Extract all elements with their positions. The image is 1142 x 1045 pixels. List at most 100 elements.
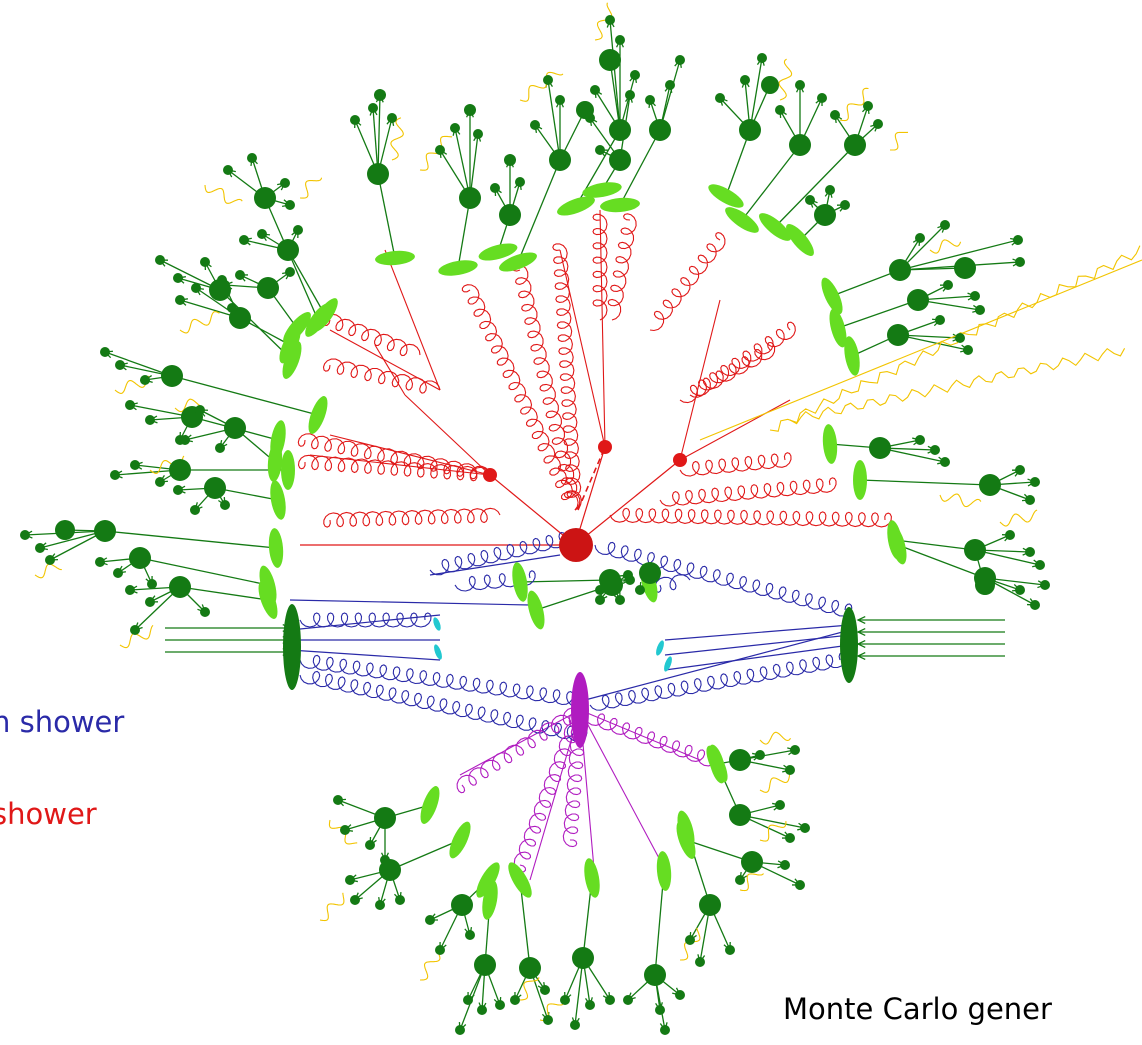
decay-product (757, 53, 767, 63)
generator-label: Monte Carlo gener (783, 992, 1052, 1026)
hadron-track (219, 289, 293, 361)
decay-product (20, 530, 30, 540)
gluon-line (513, 709, 582, 873)
photon-emission (174, 398, 202, 413)
decay-product (190, 505, 200, 515)
decay-product (464, 104, 476, 116)
dashed-propagator (577, 446, 606, 511)
decay-product (623, 570, 633, 580)
hadronization-cluster (821, 277, 843, 315)
decay-product (800, 823, 810, 833)
hadronization-cluster (656, 851, 672, 891)
decay-product (555, 95, 565, 105)
hadronization-cluster (584, 858, 600, 898)
decay-product (285, 267, 295, 277)
decay-product (125, 585, 135, 595)
primary-hadron (964, 539, 986, 561)
decay-product (665, 80, 675, 90)
primary-hadron (814, 204, 836, 226)
particle-line (584, 629, 851, 701)
final-state-shower-label: shower (0, 797, 97, 831)
decay-product (395, 895, 405, 905)
decay-product (465, 930, 475, 940)
photon-emission (179, 311, 220, 334)
decay-product (374, 89, 386, 101)
beam-remnant (434, 644, 442, 660)
decay-track (974, 549, 1041, 566)
primary-hadron (169, 576, 191, 598)
decay-product (915, 435, 925, 445)
primary-hadron (907, 289, 929, 311)
primary-hadron (609, 119, 631, 141)
decay-product (1040, 580, 1050, 590)
decay-product (293, 225, 303, 235)
decay-product (1015, 585, 1025, 595)
hadronization-cluster (281, 450, 295, 490)
decay-product (685, 935, 695, 945)
decay-product (435, 145, 445, 155)
gluon-line (299, 654, 588, 707)
decay-product (477, 1005, 487, 1015)
decay-product (495, 1000, 505, 1010)
decay-product (147, 579, 157, 589)
hadronization-cluster (557, 196, 595, 216)
decay-product (1015, 465, 1025, 475)
hadronization-cluster (822, 424, 838, 464)
particle-line (404, 394, 491, 476)
decay-product (954, 257, 976, 279)
photon-emission (759, 821, 787, 842)
decay-product (510, 995, 520, 1005)
arrowhead (856, 627, 866, 637)
hadronization-cluster (279, 326, 301, 364)
gluon-line (689, 321, 796, 398)
decay-product (155, 255, 165, 265)
arrowhead (856, 651, 866, 661)
decay-product (785, 765, 795, 775)
primary-hadron (451, 894, 473, 916)
decay-track (659, 59, 681, 131)
particle-line (529, 709, 581, 881)
gluon-line (594, 541, 853, 617)
photon-emission (739, 873, 764, 892)
gluon-line (456, 707, 581, 794)
decay-product (350, 115, 360, 125)
decay-product (970, 291, 980, 301)
photon-emission (778, 58, 793, 101)
decay-product (1015, 257, 1025, 267)
decay-product (795, 880, 805, 890)
decay-product (1030, 477, 1040, 487)
decay-product (173, 485, 183, 495)
primary-hadron (459, 187, 481, 209)
decay-product (817, 93, 827, 103)
hadronization-cluster (482, 880, 498, 920)
decay-track (372, 107, 379, 175)
decay-track (739, 814, 806, 829)
hadronization-cluster (829, 308, 847, 348)
decay-product (200, 607, 210, 617)
photon-emission (759, 731, 792, 745)
particle-line (679, 399, 791, 461)
hadron-track (377, 173, 396, 259)
primary-hadron (474, 954, 496, 976)
decay-product (130, 460, 140, 470)
decay-product (790, 745, 800, 755)
hadronization-cluster (267, 442, 283, 482)
decay-product (220, 500, 230, 510)
decay-product (795, 80, 805, 90)
gluon-line (297, 433, 491, 480)
primary-hadron (277, 239, 299, 261)
decay-product (113, 568, 123, 578)
primary-hadron (229, 307, 251, 329)
hadronization-cluster (438, 260, 478, 276)
gluon-line (299, 612, 432, 628)
hard-scattering-vertex (559, 528, 593, 562)
primary-hadron (644, 964, 666, 986)
shower-vertex (598, 440, 612, 454)
primary-hadron (889, 259, 911, 281)
hadronization-cluster (512, 562, 528, 602)
decay-product (975, 305, 985, 315)
decay-track (899, 239, 1019, 271)
decay-product (1013, 235, 1023, 245)
decay-track (547, 79, 561, 161)
decay-product (55, 520, 75, 540)
